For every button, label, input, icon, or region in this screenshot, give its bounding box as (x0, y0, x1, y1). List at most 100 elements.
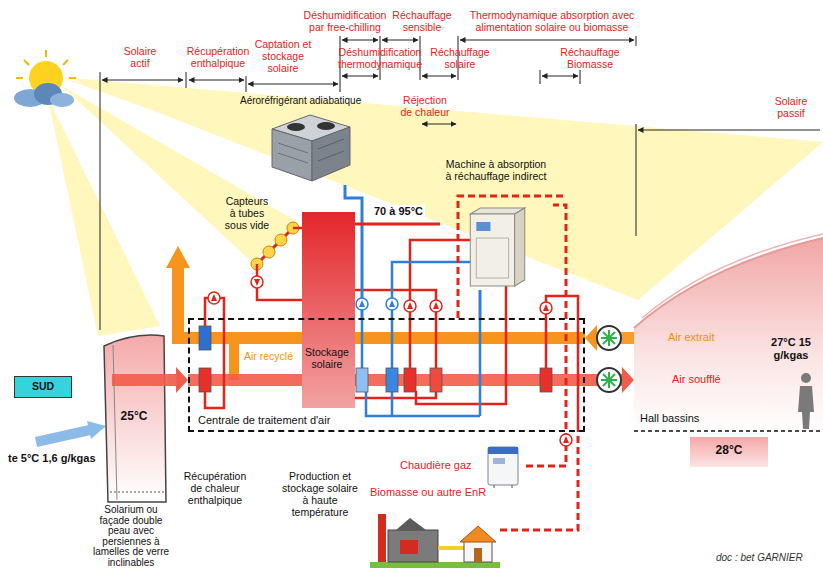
pump-symbol (356, 298, 368, 310)
cooler-unit-shape (312, 127, 350, 181)
heat-exchanger (199, 326, 552, 392)
section-heading-slot: Réchauffage Biomasse (556, 46, 624, 70)
gas-boiler-shape (494, 485, 495, 488)
node-label: Aéroréfrigérant adiabatique (240, 95, 361, 107)
fan-symbol (597, 368, 621, 392)
dimension-bracket (382, 40, 418, 41)
node-label-slot: Aéroréfrigérant adiabatique (240, 95, 368, 107)
dimension-bracket (342, 76, 378, 77)
pool-hall-shape (801, 373, 811, 383)
sun-icon (50, 93, 74, 107)
credit-note: doc : bet GARNIER (716, 552, 803, 564)
gas-boiler-shape (493, 458, 505, 464)
section-heading: Captation et stockage solaire (250, 38, 316, 74)
pool-hall-shape (634, 238, 823, 432)
credit-note-slot: doc : bet GARNIER (716, 552, 816, 564)
node-label: 28°C (716, 444, 743, 458)
chilled-water-pipe (362, 262, 480, 416)
biomass-plant-shape (464, 540, 492, 562)
dimension-bracket (186, 72, 187, 88)
outdoor-air-arrow (36, 421, 106, 442)
pump-symbol (563, 436, 569, 443)
section-heading-slot: Captation et stockage solaire (250, 38, 316, 74)
section-heading-slot: Solaire actif (116, 45, 164, 69)
heating-loop-dashed (458, 196, 566, 318)
pump-symbol (254, 279, 260, 286)
pump-symbol (389, 300, 395, 307)
solar-collector (275, 234, 287, 246)
solar-collector (257, 228, 293, 264)
dimension-bracket (636, 124, 637, 236)
section-heading-slot: Réchauffage solaire (428, 46, 492, 70)
edge-label: 70 à 95°C (372, 205, 425, 218)
pool-hall-shape (798, 386, 814, 429)
node-label: Biomasse ou autre EnR (370, 486, 486, 499)
storage-tank-shape (302, 212, 355, 408)
cooler-unit-shape (318, 151, 344, 161)
dimension-bracket (636, 36, 637, 46)
section-heading: Récupération enthalpique (178, 45, 258, 69)
cooler-unit-shape (238, 95, 370, 185)
cooler-unit-shape (317, 122, 335, 130)
section-heading-slot: Thermodynamique absorption avec alimenta… (456, 9, 648, 33)
fan-symbol (603, 374, 615, 386)
node-label-slot: Biomasse ou autre EnR (370, 486, 500, 499)
heat-exchanger (199, 368, 211, 392)
dimension-bracket (246, 76, 247, 92)
dimension-bracket (580, 70, 581, 84)
fan-symbol (601, 372, 617, 388)
heat-exchanger (356, 368, 368, 392)
fan-symbol (603, 374, 615, 386)
air-flow-label-slot: Air soufflé (672, 373, 744, 386)
node-label-slot: Stockage solaire (302, 346, 352, 370)
air-flow-label-slot: Air extrait (668, 331, 740, 344)
node-label-slot: Hall bassins (640, 412, 730, 425)
outdoor-air-arrow (87, 421, 106, 439)
node-label-slot: 27°C 15 g/kgas (764, 336, 818, 361)
air-flow-label: Air soufflé (672, 373, 721, 386)
gas-boiler-shape (488, 447, 518, 485)
heat-exchanger (199, 326, 211, 350)
dimension-bracket (342, 40, 378, 41)
node-label: Chaudière gaz (400, 459, 472, 472)
node-label: Hall bassins (640, 412, 699, 425)
pipe-connector (526, 205, 566, 466)
biomass-plant-shape (474, 548, 482, 562)
cooler-unit-shape (278, 153, 308, 163)
callout-label-slot: Production et stockage solaire à haute t… (282, 470, 358, 518)
sun-icon (63, 60, 68, 65)
biomass-plant: Biomasse ou autre EnR (370, 486, 500, 570)
section-heading: Réchauffage solaire (428, 46, 492, 70)
fan-symbol (603, 332, 615, 344)
absorption-machine-shape (476, 238, 508, 278)
node-label-slot: Chaudière gaz (400, 459, 482, 472)
biomass-plant-shape (370, 486, 500, 570)
dimension-bracket (189, 80, 244, 81)
node-label: Stockage solaire (302, 346, 352, 370)
pump-symbol (359, 300, 365, 307)
pool-hall-shape (634, 236, 823, 432)
callout-label-slot: Solarium ou façade double peau avec pers… (88, 505, 174, 568)
dimension-bracket (540, 70, 541, 84)
pump-symbol (211, 294, 217, 301)
pool-hall: 27°C 15 g/kgasHall bassins (634, 236, 823, 432)
callout-label-slot: Capteurs à tubes sous vide (222, 195, 272, 231)
chilled-water-pipe (366, 391, 480, 416)
dimension-bracket (100, 72, 101, 330)
cooler-unit-shape (272, 129, 312, 181)
section-heading-slot: Réjection de chaleur (398, 94, 452, 118)
section-heading: Déshumidification thermodynamique (334, 46, 426, 70)
air-flow-label: Air extrait (668, 331, 714, 344)
pump-symbol (251, 276, 263, 288)
pump-symbol (433, 302, 439, 309)
air-flow-label-slot: Air recyclé (244, 350, 304, 362)
chilled-water-pipe (392, 262, 472, 369)
node-label-slot: Machine à absorption à réchauffage indir… (442, 158, 550, 182)
air-flow-arrow (585, 325, 634, 351)
pool-hall-shape (642, 234, 823, 318)
gas-boiler-shape (512, 485, 513, 488)
gas-boiler-shape (488, 447, 518, 454)
node-label: Centrale de traitement d'air (198, 414, 330, 427)
hot-water-pipe (416, 286, 506, 404)
